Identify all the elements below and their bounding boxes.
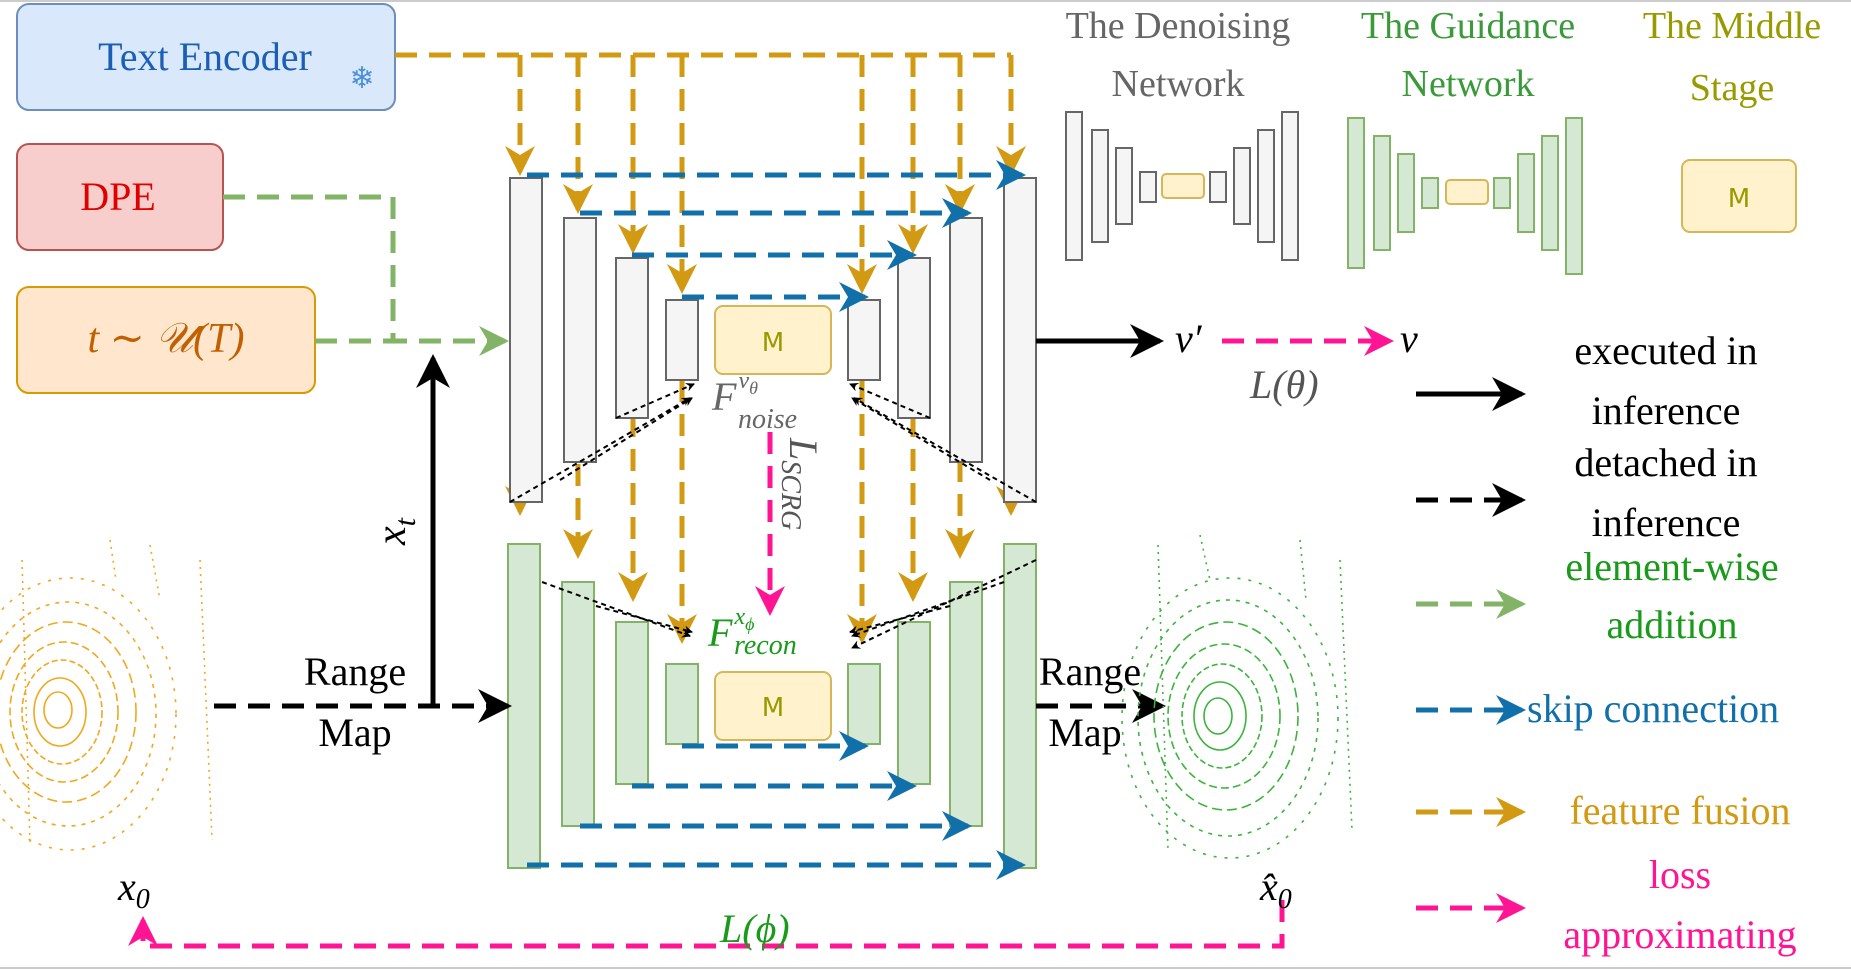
legend-fusion-label: feature fusion — [1569, 788, 1790, 833]
legend-loss-line1: loss — [1649, 852, 1711, 897]
guide-dec-3 — [897, 621, 931, 785]
denoise-dec-1 — [1003, 177, 1037, 503]
detached-feature-lines — [509, 382, 1037, 649]
range-map-left-line2: Map — [318, 710, 391, 755]
denoise-dec-3 — [897, 257, 931, 419]
denoise-enc-1 — [509, 177, 543, 503]
legend-skip-label: skip connection — [1527, 686, 1779, 731]
range-map-right-line1: Range — [1039, 649, 1141, 694]
v-prime-label: v′ — [1175, 316, 1203, 361]
middle-title-2: Stage — [1690, 67, 1774, 109]
range-map-left-line1: Range — [304, 649, 406, 694]
guide-middle-block — [714, 671, 832, 741]
middle-title-1: The Middle — [1643, 5, 1821, 47]
guidance-title-2: Network — [1402, 63, 1535, 105]
input-point-cloud — [0, 539, 213, 851]
guide-dec-4 — [847, 663, 881, 745]
middle-stage-thumb — [1681, 159, 1797, 233]
denoise-middle-label: M — [762, 328, 784, 358]
legend-addition-line2: addition — [1606, 602, 1737, 647]
detach-2 — [559, 397, 693, 481]
range-map-right-line2: Map — [1048, 710, 1121, 755]
loss-phi-arrow — [128, 900, 1285, 949]
denoise-dec-2 — [949, 217, 983, 463]
detach-6 — [849, 382, 931, 419]
detach-11 — [851, 559, 1037, 649]
guide-dec-2 — [949, 581, 983, 827]
timestep-label: t ∼ 𝒰(T) — [88, 316, 245, 362]
denoise-enc-3 — [615, 257, 649, 419]
middle-stage-thumb-label: M — [1728, 184, 1750, 214]
denoising-unet — [509, 177, 1037, 503]
detach-8 — [595, 605, 693, 635]
guidance-unet — [507, 543, 1037, 869]
guidance-network-thumb — [1347, 117, 1583, 275]
guide-enc-1 — [507, 543, 541, 869]
guide-enc-4 — [665, 663, 699, 745]
legend-detached-line2: inference — [1592, 500, 1741, 545]
legend: executed in inference detached in infere… — [1416, 328, 1797, 957]
x0-label: x0 — [117, 864, 150, 915]
guidance-thumb-middle — [1445, 179, 1489, 205]
denoise-enc-4 — [665, 299, 699, 381]
denoising-thumb-middle — [1161, 173, 1205, 199]
loss-theta-label: L(θ) — [1249, 362, 1319, 407]
guide-enc-3 — [615, 621, 649, 785]
denoise-enc-2 — [563, 217, 597, 463]
guide-enc-2 — [561, 581, 595, 827]
dpe-label: DPE — [80, 174, 156, 219]
legend-executed-line1: executed in — [1574, 328, 1757, 373]
dpe-addition-line — [223, 194, 509, 356]
legend-executed-line2: inference — [1592, 388, 1741, 433]
denoising-title-2: Network — [1112, 63, 1245, 105]
v-label: v — [1400, 316, 1418, 361]
denoise-dec-4 — [847, 299, 881, 381]
guidance-title-1: The Guidance — [1361, 5, 1575, 47]
detach-4 — [853, 397, 1037, 503]
xt-label: xt — [369, 517, 422, 546]
loss-phi-label: L(ϕ) — [719, 906, 790, 951]
legend-detached-line1: detached in — [1574, 440, 1757, 485]
denoise-middle-block — [714, 305, 832, 375]
skip-connections — [527, 160, 1026, 880]
denoising-title-1: The Denoising — [1066, 5, 1291, 47]
loss-scrg-label: LSCRG — [775, 437, 826, 530]
legend-loss-line2: approximating — [1563, 912, 1796, 957]
guide-dec-1 — [1003, 543, 1037, 869]
detach-1 — [509, 397, 691, 503]
denoising-network-thumb — [1065, 111, 1299, 261]
x0-hat-label: x̂0 — [1259, 864, 1292, 915]
legend-addition-line1: element-wise — [1565, 544, 1778, 589]
snowflake-icon: ❄ — [349, 61, 374, 96]
output-point-cloud — [1121, 534, 1353, 859]
text-encoder-label: Text Encoder — [98, 34, 312, 79]
guide-middle-label: M — [762, 693, 784, 723]
